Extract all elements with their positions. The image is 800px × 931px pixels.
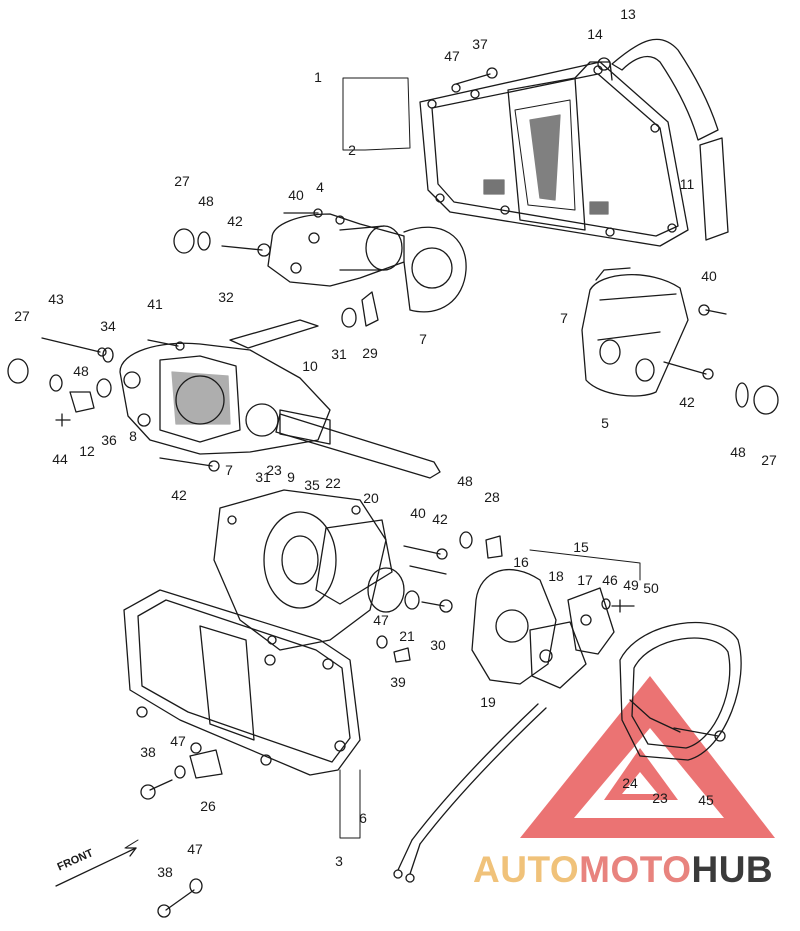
top-cover-plate bbox=[419, 61, 689, 247]
callout-27: 27 bbox=[14, 308, 30, 324]
callout-42: 42 bbox=[171, 487, 187, 503]
callout-5: 5 bbox=[601, 415, 609, 431]
watermark-hub: HUB bbox=[691, 849, 774, 890]
callout-26: 26 bbox=[200, 798, 216, 814]
callout-45: 45 bbox=[698, 792, 714, 808]
callout-38: 38 bbox=[140, 744, 156, 760]
callout-7: 7 bbox=[560, 310, 568, 326]
center-casting bbox=[213, 489, 405, 651]
leader-lines bbox=[124, 77, 641, 849]
callout-12: 12 bbox=[79, 443, 95, 459]
watermark-moto: MOTO bbox=[579, 849, 692, 890]
callout-48: 48 bbox=[457, 473, 473, 489]
callout-40: 40 bbox=[288, 187, 304, 203]
callout-47: 47 bbox=[373, 612, 389, 628]
callout-46: 46 bbox=[602, 572, 618, 588]
callout-42: 42 bbox=[227, 213, 243, 229]
callout-27: 27 bbox=[174, 173, 190, 189]
callout-24: 24 bbox=[622, 775, 638, 791]
callout-6: 6 bbox=[359, 810, 367, 826]
callout-39: 39 bbox=[390, 674, 406, 690]
callout-7: 7 bbox=[225, 462, 233, 478]
lower-crankcase-cover bbox=[123, 589, 361, 779]
callout-20: 20 bbox=[363, 490, 379, 506]
callout-47: 47 bbox=[187, 841, 203, 857]
housing-part-4 bbox=[267, 213, 467, 313]
callout-38: 38 bbox=[157, 864, 173, 880]
callout-3: 3 bbox=[335, 853, 343, 869]
callout-23: 23 bbox=[652, 790, 668, 806]
callout-7: 7 bbox=[419, 331, 427, 347]
callout-42: 42 bbox=[679, 394, 695, 410]
callout-19: 19 bbox=[480, 694, 496, 710]
breather-hose bbox=[597, 38, 729, 241]
callout-1: 1 bbox=[314, 69, 322, 85]
callout-44: 44 bbox=[52, 451, 68, 467]
callout-41: 41 bbox=[147, 296, 163, 312]
callout-36: 36 bbox=[101, 432, 117, 448]
ignition-plate bbox=[471, 569, 615, 689]
callout-16: 16 bbox=[513, 554, 529, 570]
callout-14: 14 bbox=[587, 26, 603, 42]
callout-42: 42 bbox=[432, 511, 448, 527]
callout-34: 34 bbox=[100, 318, 116, 334]
callout-23: 23 bbox=[266, 462, 282, 478]
callout-11: 11 bbox=[679, 176, 695, 192]
callout-10: 10 bbox=[302, 358, 318, 374]
callout-47: 47 bbox=[444, 48, 460, 64]
wiring-cable bbox=[393, 703, 547, 883]
callout-48: 48 bbox=[198, 193, 214, 209]
callout-17: 17 bbox=[577, 572, 593, 588]
callout-48: 48 bbox=[730, 444, 746, 460]
automotohub-watermark: AUTOMOTOHUB bbox=[473, 849, 773, 891]
side-cover bbox=[619, 621, 742, 761]
callout-13: 13 bbox=[620, 6, 636, 22]
callout-28: 28 bbox=[484, 489, 500, 505]
callout-49: 49 bbox=[623, 577, 639, 593]
callout-31: 31 bbox=[255, 469, 271, 485]
callout-29: 29 bbox=[362, 345, 378, 361]
callout-2: 2 bbox=[348, 142, 356, 158]
callout-32: 32 bbox=[218, 289, 234, 305]
callout-18: 18 bbox=[548, 568, 564, 584]
callout-15: 15 bbox=[573, 539, 589, 555]
callout-9: 9 bbox=[287, 469, 295, 485]
callout-43: 43 bbox=[48, 291, 64, 307]
callout-8: 8 bbox=[129, 428, 137, 444]
callout-50: 50 bbox=[643, 580, 659, 596]
callout-40: 40 bbox=[701, 268, 717, 284]
callout-47: 47 bbox=[170, 733, 186, 749]
callout-4: 4 bbox=[316, 179, 324, 195]
callout-27: 27 bbox=[761, 452, 777, 468]
bolts-and-washers bbox=[7, 67, 779, 918]
watermark-auto: AUTO bbox=[473, 849, 580, 890]
callout-30: 30 bbox=[430, 637, 446, 653]
callout-48: 48 bbox=[73, 363, 89, 379]
cover-part-7-right bbox=[581, 267, 689, 397]
callout-35: 35 bbox=[304, 477, 320, 493]
callout-40: 40 bbox=[410, 505, 426, 521]
callout-22: 22 bbox=[325, 475, 341, 491]
callout-31: 31 bbox=[331, 346, 347, 362]
callout-37: 37 bbox=[472, 36, 488, 52]
callout-21: 21 bbox=[399, 628, 415, 644]
front-arrow bbox=[55, 847, 137, 887]
main-housing-part-8 bbox=[119, 319, 441, 479]
